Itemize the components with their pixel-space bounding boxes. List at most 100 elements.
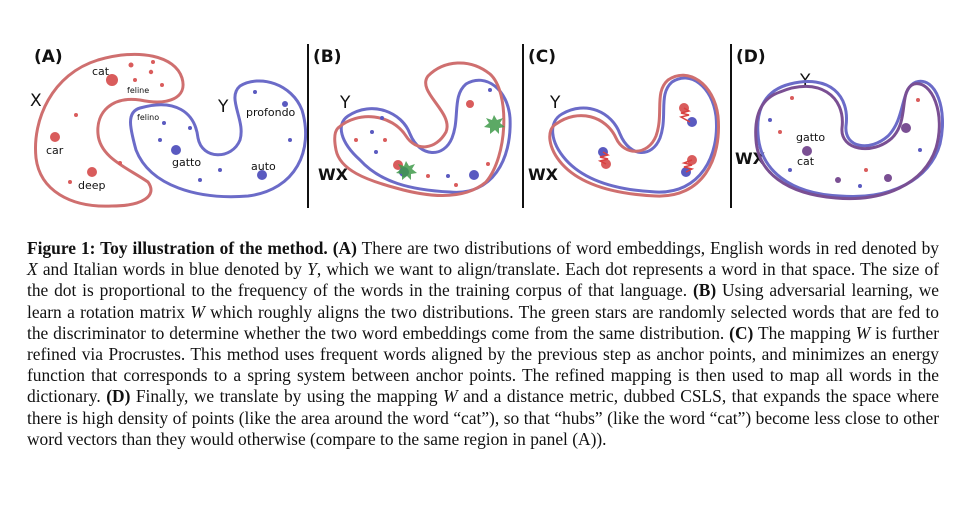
english-distribution-outline [333,61,506,197]
word-dot [118,161,122,165]
word-dot [486,162,490,166]
word-dot-gatto [171,145,181,155]
word-dot [687,117,697,127]
panel-c-y-label: Y [549,93,561,113]
word-dot [374,150,378,154]
word-dot [426,174,430,178]
word-label-deep: deep [78,179,106,192]
english-word-dots [50,60,164,184]
word-dot [253,90,257,94]
caption-math-y: Y [307,259,317,280]
green-star-icon [396,161,417,180]
anchor-word-dots [598,103,697,177]
word-dot [454,183,458,187]
word-dot [788,168,792,172]
english-distribution-outline [548,73,720,198]
panel-d: (D) Y WX gatto cat [735,47,944,201]
caption-text: Using adversarial learning, we learn a r… [27,280,939,322]
word-dot [835,177,841,183]
word-label-cat: cat [797,155,815,168]
word-dot [68,180,72,184]
caption-ref-d: (D) [106,386,131,407]
caption-lead: Figure 1: Toy illustration of the method… [27,238,328,258]
caption-text: Finally, we translate by using the mappi… [130,386,444,407]
panel-a: (A) X Y [30,47,307,208]
word-dot [488,88,492,92]
panel-c-label: (C) [528,47,556,67]
english-distribution-outline [34,53,185,208]
caption-math-w: W [443,386,458,407]
mapped-word-dots [768,96,922,188]
word-dot [133,78,137,82]
word-dot [218,168,222,172]
aligned-distribution-outline [754,82,941,201]
word-dot [446,174,450,178]
caption-ref-b: (B) [692,280,717,301]
word-dot [158,138,162,142]
panel-a-y-label: Y [217,97,229,117]
word-dot [188,126,192,130]
caption-text: which roughly aligns the two distributio… [27,301,940,343]
word-dot-deep [87,167,97,177]
caption-ref-c: (C) [729,322,754,343]
caption-text: and a distance metric, dubbed CSLS, that… [27,386,940,449]
word-dot [160,83,164,87]
word-dot [380,116,384,120]
caption-ref-a: (A) [332,238,357,258]
caption-text: The mapping [753,322,856,343]
word-dot [901,123,911,133]
word-label-profondo: profondo [246,106,296,119]
figure-caption: Figure 1: Toy illustration of the method… [27,238,939,450]
word-dot [864,168,868,172]
caption-text: is further refined via Procrustes. This … [27,322,939,407]
word-dot-cat [106,74,118,86]
panel-b: (B) Y WX [313,47,512,197]
caption-text: There are two distributions of word embe… [356,238,939,258]
caption-text: , which we want to align/translate. Each… [27,259,939,301]
italian-distribution-outline [339,78,512,194]
word-dot [768,118,772,122]
italian-distribution-outline [756,79,944,199]
panel-b-y-label: Y [339,93,351,113]
word-dot [128,62,134,68]
word-label-gatto: gatto [172,156,201,169]
panel-b-label: (B) [313,47,342,67]
word-label-cat: cat [92,65,110,78]
caption-text: and Italian words in blue denoted by [37,259,308,280]
word-dot [370,130,374,134]
word-dot [383,138,387,142]
panel-c-wx-label: WX [528,165,559,184]
word-dot [354,138,358,142]
word-dot-auto [257,170,267,180]
green-star-icon [484,115,505,134]
word-dot [198,178,202,182]
word-label-feline: feline [127,86,149,95]
word-dot [74,113,78,117]
word-label-auto: auto [251,160,276,173]
word-dot-cat [802,146,812,156]
caption-math-w: W [855,322,871,343]
word-dot [884,174,892,182]
word-dot-profondo [282,101,288,107]
word-dot [148,69,154,75]
panel-a-x-label: X [30,91,42,111]
word-dot [918,148,922,152]
italian-distribution-outline [551,76,718,194]
panel-c: (C) Y WX [528,47,720,198]
word-dot [288,138,292,142]
word-dot-car [50,132,60,142]
word-dot [469,170,479,180]
italian-distribution-outline [129,79,307,199]
word-dot [466,100,474,108]
italian-word-dots [158,90,292,182]
caption-math-x: X [27,259,38,280]
word-dot-felino [162,121,166,125]
word-dot [778,130,782,134]
word-dot [916,98,920,102]
caption-math-w: W [190,301,205,322]
panel-a-label: (A) [34,47,63,67]
word-label-gatto: gatto [796,131,825,144]
word-label-felino: felino [137,113,159,122]
panel-b-wx-label: WX [318,165,349,184]
